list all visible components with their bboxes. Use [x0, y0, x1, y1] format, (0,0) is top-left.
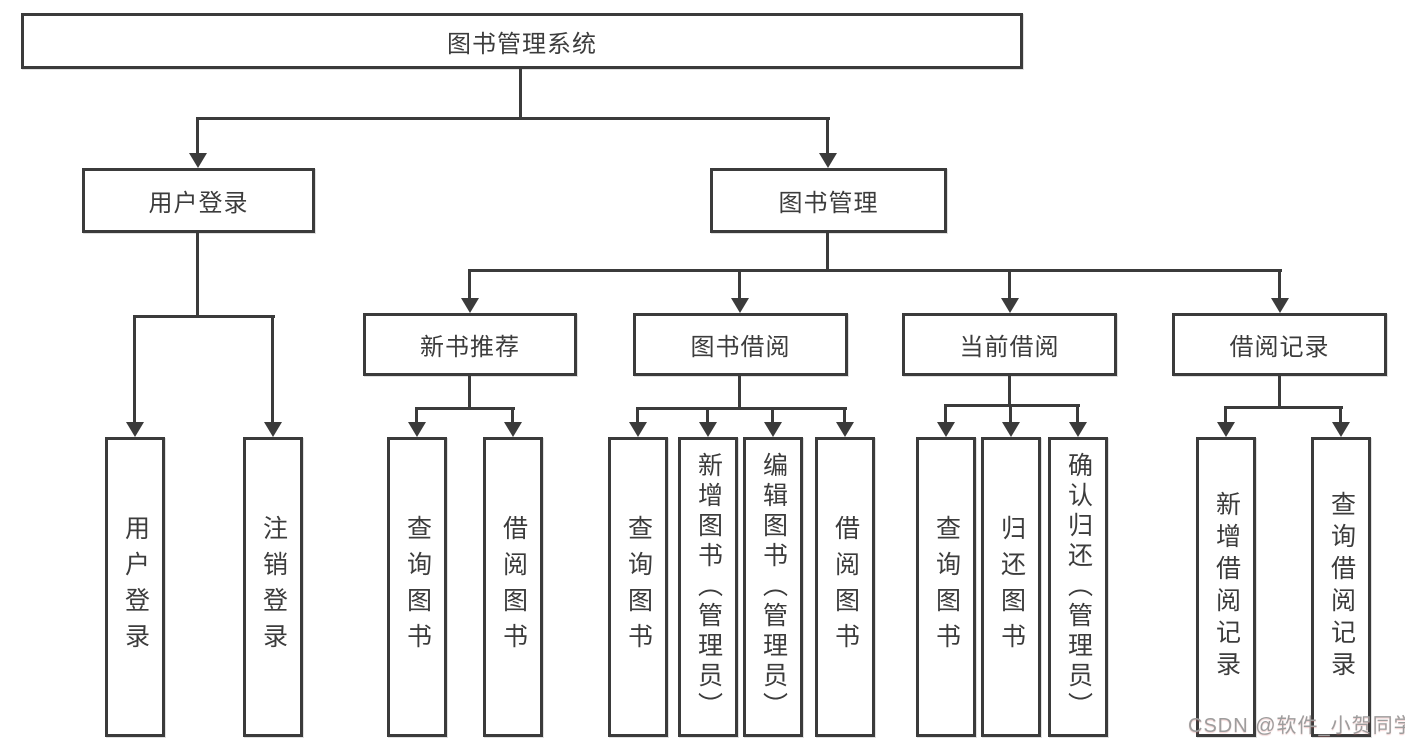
node-new-book-recommend-label: 新书推荐 — [420, 334, 520, 361]
arrow-down-icon — [1332, 422, 1350, 437]
node-leaf-nbr-query-book: 查询图书 — [387, 437, 447, 737]
arrow-down-icon — [629, 422, 647, 437]
node-leaf-logout-label: 注销登录 — [259, 515, 288, 659]
connector-line-horizontal — [468, 269, 1282, 272]
node-leaf-user-login-label: 用户登录 — [121, 515, 150, 659]
connector-arrow-stem — [133, 315, 136, 425]
node-book-borrowing-label: 图书借阅 — [690, 334, 791, 361]
connector-arrow-stem — [636, 407, 639, 425]
node-book-management: 图书管理 — [710, 168, 947, 233]
node-leaf-cb-confirm-return-admin: 确认归还（管理员） — [1048, 437, 1108, 737]
arrow-down-icon — [699, 422, 717, 437]
node-current-borrowing: 当前借阅 — [902, 313, 1117, 376]
connector-line-horizontal — [1224, 406, 1343, 409]
connector-arrow-stem — [415, 407, 418, 425]
connector-line-horizontal — [636, 407, 847, 410]
connector-arrow-stem — [843, 407, 846, 425]
node-leaf-nbr-borrow-book-label: 借阅图书 — [499, 515, 528, 659]
connector-line-horizontal — [196, 117, 830, 120]
node-leaf-br-add-record: 新增借阅记录 — [1196, 437, 1256, 737]
node-leaf-br-add-record-label: 新增借阅记录 — [1212, 491, 1241, 683]
node-borrow-records-label: 借阅记录 — [1229, 334, 1330, 361]
node-leaf-bb-query-book: 查询图书 — [608, 437, 668, 737]
connector-line-horizontal — [944, 404, 1080, 407]
node-leaf-bb-edit-book-admin: 编辑图书（管理员） — [743, 437, 803, 737]
connector-line-horizontal — [133, 315, 275, 318]
arrow-down-icon — [189, 153, 207, 168]
connector-line-vertical — [468, 376, 471, 409]
connector-arrow-stem — [1278, 269, 1281, 301]
connector-arrow-stem — [706, 407, 709, 425]
node-leaf-bb-add-book-admin-label: 新增图书（管理员） — [694, 452, 723, 722]
connector-line-vertical — [196, 233, 199, 317]
connector-arrow-stem — [511, 407, 514, 425]
arrow-down-icon — [504, 422, 522, 437]
node-leaf-br-query-record: 查询借阅记录 — [1311, 437, 1371, 737]
connector-arrow-stem — [1224, 406, 1227, 425]
node-leaf-bb-borrow-book: 借阅图书 — [815, 437, 875, 737]
connector-arrow-stem — [1008, 269, 1011, 301]
arrow-down-icon — [126, 422, 144, 437]
connector-line-horizontal — [415, 407, 515, 410]
connector-line-vertical — [826, 233, 829, 271]
connector-arrow-stem — [826, 117, 829, 156]
arrow-down-icon — [1002, 422, 1020, 437]
arrow-down-icon — [937, 422, 955, 437]
node-leaf-logout: 注销登录 — [243, 437, 303, 737]
connector-arrow-stem — [1009, 404, 1012, 425]
connector-arrow-stem — [1339, 406, 1342, 425]
connector-arrow-stem — [738, 269, 741, 301]
node-user-login-label: 用户登录 — [148, 190, 249, 217]
connector-line-vertical — [519, 67, 522, 119]
node-leaf-user-login: 用户登录 — [105, 437, 165, 737]
node-book-borrowing: 图书借阅 — [633, 313, 848, 376]
arrow-down-icon — [408, 422, 426, 437]
arrow-down-icon — [1217, 422, 1235, 437]
node-leaf-cb-query-book: 查询图书 — [916, 437, 976, 737]
arrow-down-icon — [461, 298, 479, 313]
connector-arrow-stem — [196, 117, 199, 156]
arrow-down-icon — [764, 422, 782, 437]
node-library-management-system: 图书管理系统 — [21, 13, 1023, 69]
connector-arrow-stem — [271, 315, 274, 425]
node-leaf-bb-borrow-book-label: 借阅图书 — [831, 515, 860, 659]
node-leaf-cb-return-book-label: 归还图书 — [997, 515, 1026, 659]
connector-arrow-stem — [771, 407, 774, 425]
node-user-login: 用户登录 — [82, 168, 315, 233]
arrow-down-icon — [1001, 298, 1019, 313]
connector-arrow-stem — [468, 269, 471, 301]
node-leaf-nbr-borrow-book: 借阅图书 — [483, 437, 543, 737]
csdn-watermark: CSDN @软件_小贺同学 — [1188, 715, 1405, 737]
arrow-down-icon — [731, 298, 749, 313]
connector-arrow-stem — [1076, 404, 1079, 425]
node-leaf-br-query-record-label: 查询借阅记录 — [1327, 491, 1356, 683]
arrow-down-icon — [1271, 298, 1289, 313]
arrow-down-icon — [1069, 422, 1087, 437]
connector-line-vertical — [1008, 376, 1011, 406]
arrow-down-icon — [819, 153, 837, 168]
node-leaf-cb-return-book: 归还图书 — [981, 437, 1041, 737]
arrow-down-icon — [836, 422, 854, 437]
node-leaf-bb-query-book-label: 查询图书 — [624, 515, 653, 659]
node-book-management-label: 图书管理 — [778, 190, 879, 217]
node-leaf-cb-query-book-label: 查询图书 — [932, 515, 961, 659]
node-leaf-bb-add-book-admin: 新增图书（管理员） — [678, 437, 738, 737]
node-leaf-nbr-query-book-label: 查询图书 — [403, 515, 432, 659]
node-leaf-cb-confirm-return-admin-label: 确认归还（管理员） — [1064, 452, 1093, 722]
node-leaf-bb-edit-book-admin-label: 编辑图书（管理员） — [759, 452, 788, 722]
arrow-down-icon — [264, 422, 282, 437]
connector-line-vertical — [738, 376, 741, 409]
node-library-management-system-label: 图书管理系统 — [447, 30, 597, 58]
connector-arrow-stem — [944, 404, 947, 425]
node-borrow-records: 借阅记录 — [1172, 313, 1387, 376]
node-new-book-recommend: 新书推荐 — [363, 313, 577, 376]
node-current-borrowing-label: 当前借阅 — [959, 334, 1060, 361]
connector-line-vertical — [1278, 376, 1281, 408]
